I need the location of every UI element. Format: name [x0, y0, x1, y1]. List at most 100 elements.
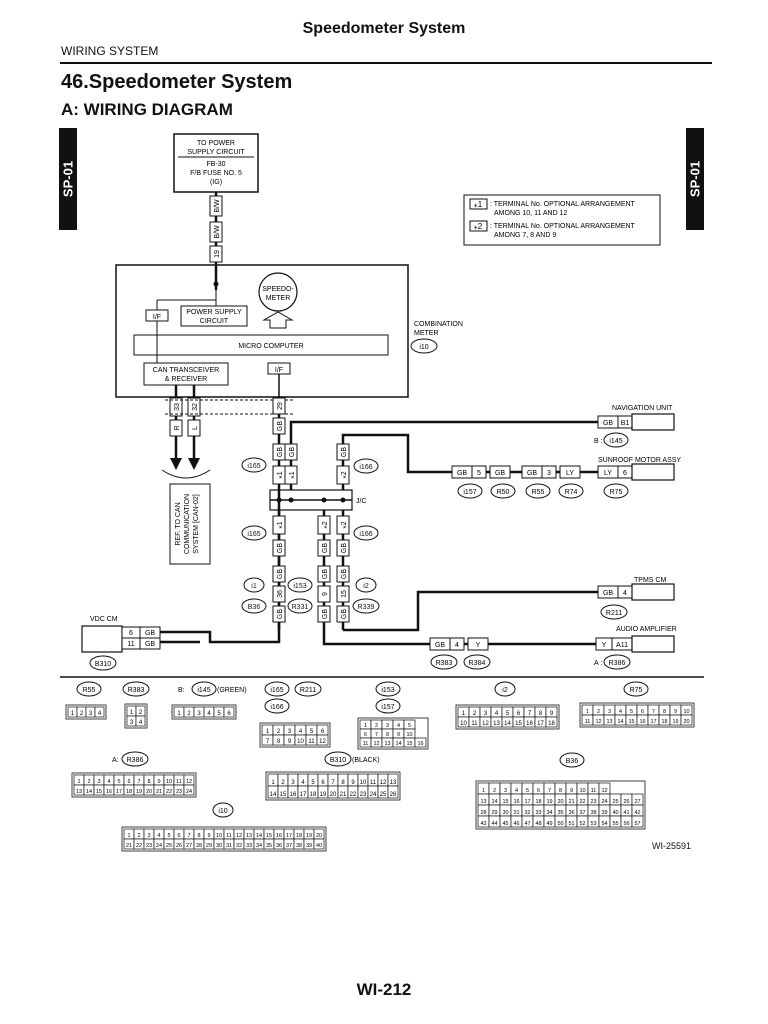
face-grid-B36-pin: 16 — [513, 799, 519, 805]
face-grid-i157-pin: 5 — [408, 723, 411, 729]
face-grid-B36-pin: 44 — [491, 821, 497, 827]
face-grid-i2-pin: 2 — [473, 711, 477, 717]
psc-label2: CIRCUIT — [200, 318, 229, 325]
face-grid-B310-pin: 13 — [390, 780, 397, 786]
face-grid-i2-pin: 12 — [482, 721, 489, 727]
connector-ovals: i165 i166 i165 i166 i1 i153 i2 B36 R331 … — [241, 457, 380, 614]
can-ref-line3: SYSTEM [CAN-02] — [193, 494, 200, 554]
face-grid-i165-pin: 4 — [299, 729, 303, 735]
power-supply-box: TO POWER SUPPLY CIRCUIT FB-30 F/B FUSE N… — [173, 133, 259, 193]
face-grid-i157-pin: 14 — [395, 741, 401, 747]
face-grid-B36-pin: 51 — [568, 821, 574, 827]
face-grid-R75-pin: 5 — [630, 709, 633, 715]
navigation-unit: NAVIGATION UNIT GB B1 B : i145 — [594, 405, 675, 448]
face-grid-i10-pin: 9 — [207, 833, 210, 839]
conn-R55: R55 — [532, 489, 545, 496]
if-label-1: I/F — [153, 314, 161, 321]
audio-conn-prefix: A : — [594, 660, 602, 667]
vdc-gb-2: GB — [145, 641, 155, 648]
face-grid-B36-pin: 6 — [537, 788, 540, 794]
conn-B36: B36 — [248, 604, 261, 611]
conn-R74: R74 — [565, 489, 578, 496]
face-grid-B36-pin: 2 — [493, 788, 496, 794]
face-grid-i2-pin: 7 — [528, 711, 532, 717]
wire-pin-labels: 29 GB GB GB ⁎1 ⁎1 GB ⁎2 ⁎1 ⁎2 ⁎2 GB GB G… — [272, 397, 350, 623]
face-i145: i145 — [197, 687, 210, 694]
combination-meter-label2: METER — [414, 330, 439, 337]
conn-i157: i157 — [463, 489, 476, 496]
power-box-line5: (IG) — [210, 179, 222, 186]
conn-B310: B310 — [95, 661, 111, 668]
face-grid-B36-pin: 37 — [579, 810, 585, 816]
face-grid-i145-pin: 4 — [207, 711, 211, 717]
face-grid-i165-pin: 7 — [266, 739, 270, 745]
face-grid-R75-pin: 14 — [617, 719, 623, 725]
face-grid-B310-pin: 3 — [291, 780, 295, 786]
face-grid-B36-pin: 56 — [623, 821, 629, 827]
face-grid-i2-pin: 5 — [506, 711, 510, 717]
face-grid-B36-pin: 22 — [579, 799, 585, 805]
tpms-pin-4: 4 — [623, 590, 627, 597]
power-box-line2: SUPPLY CIRCUIT — [187, 149, 245, 156]
face-grid-i10-pin: 15 — [266, 833, 272, 839]
face-grid-B310-pin: 9 — [351, 780, 355, 786]
legend-1-line2: AMONG 10, 11 AND 12 — [494, 210, 568, 217]
audio-chain-pin-4: 4 — [455, 642, 459, 649]
face-grid-i10-pin: 12 — [236, 833, 242, 839]
face-grid-i145-pin: 6 — [227, 711, 231, 717]
face-grid-B310-pin: 26 — [390, 792, 397, 798]
face-grid-B36-pin: 15 — [502, 799, 508, 805]
face-grid-R75-pin: 19 — [672, 719, 678, 725]
face-grid-i10-pin: 26 — [176, 843, 182, 849]
face-grid-i10-pin: 4 — [157, 833, 160, 839]
speedometer-label2: METER — [266, 295, 291, 302]
pin-9: 9 — [322, 592, 329, 596]
nav-conn-i145: i145 — [609, 438, 622, 445]
face-grid-i157-pin: 2 — [375, 723, 378, 729]
vdc-pin-11: 11 — [127, 641, 134, 648]
face-grid-R383-pin: 2 — [139, 710, 143, 716]
face-grid-R75-pin: 20 — [683, 719, 689, 725]
psc-label1: POWER SUPPLY — [186, 309, 242, 316]
face-grid-B36-pin: 21 — [568, 799, 574, 805]
face-grid-B36-pin: 7 — [548, 788, 551, 794]
face-grid-B310-pin: 19 — [320, 792, 327, 798]
face-grid-R55-pin: 4 — [98, 711, 102, 717]
side-tab-right: SP-01 — [686, 128, 704, 230]
jc-label: J/C — [356, 498, 367, 505]
conn-R384: R384 — [469, 660, 486, 667]
vdc-gb-1: GB — [145, 630, 155, 637]
face-i165: i165 — [270, 687, 283, 694]
face-grid-R75-pin: 3 — [608, 709, 611, 715]
face-grid-i2-pin: 18 — [548, 721, 555, 727]
face-grid-i10-pin: 3 — [147, 833, 150, 839]
face-grid-B36-pin: 32 — [524, 810, 530, 816]
conn-i165-a: i165 — [247, 463, 260, 470]
face-grid-B310-pin: 21 — [340, 792, 347, 798]
face-grid-B36-pin: 48 — [535, 821, 541, 827]
face-grid-i10-pin: 32 — [236, 843, 242, 849]
pin-star2-a: ⁎2 — [341, 471, 348, 479]
face-grid-B36-pin: 11 — [591, 788, 597, 794]
face-grid-R386-pin: 11 — [176, 779, 182, 785]
face-grid-R383-pin: 3 — [130, 720, 134, 726]
face-grid-R75-pin: 13 — [606, 719, 612, 725]
face-grid-i10-pin: 8 — [197, 833, 200, 839]
legend-box: ⁎1 : TERMINAL No. OPTIONAL ARRANGEMENT A… — [463, 194, 661, 246]
face-grid-R386-pin: 23 — [176, 789, 182, 795]
face-grid-B310-pin: 1 — [271, 780, 275, 786]
face-grid-B36-pin: 24 — [601, 799, 607, 805]
face-grid-B36-pin: 33 — [535, 810, 541, 816]
wire-gb-3: GB — [289, 447, 296, 457]
combination-meter-label1: COMBINATION — [414, 321, 463, 328]
face-grid-B36-pin: 25 — [612, 799, 618, 805]
face-grid-i2-pin: 11 — [471, 721, 478, 727]
face-i157: i157 — [381, 704, 394, 711]
face-grid-R386-pin: 13 — [76, 789, 82, 795]
nav-pin-b1: B1 — [621, 420, 630, 427]
face-grid-i2-pin: 4 — [495, 711, 499, 717]
